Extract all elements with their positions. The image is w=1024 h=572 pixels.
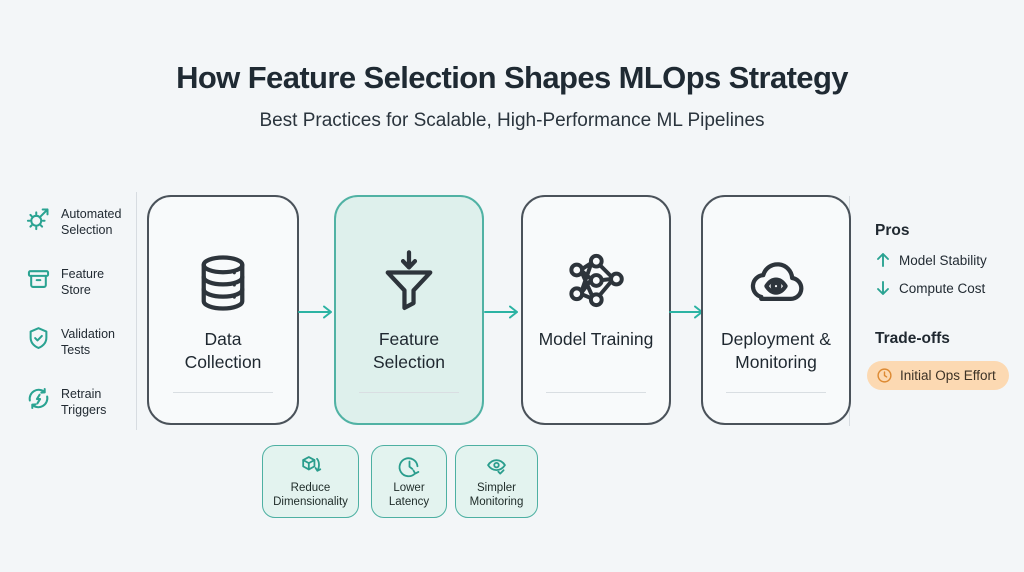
cube-down-arrow-icon bbox=[297, 453, 324, 480]
benefit-badge-simpler-monitoring: Simpler Monitoring bbox=[455, 445, 538, 518]
retrain-cycle-icon bbox=[25, 385, 52, 412]
list-item-automated-selection: Automated Selection bbox=[25, 205, 133, 238]
stage-label: Data Collection bbox=[184, 329, 262, 373]
stage-card-model-training: Model Training bbox=[521, 195, 671, 425]
list-item-feature-store: Feature Store bbox=[25, 265, 133, 298]
stage-label: Model Training bbox=[538, 329, 654, 349]
pros-tradeoffs-panel: Pros Model Stability Compute Cost Trade-… bbox=[867, 222, 1015, 390]
database-icon bbox=[189, 249, 257, 317]
list-item-label: Automated Selection bbox=[61, 207, 122, 237]
flow-arrow-icon bbox=[483, 303, 521, 321]
left-feature-list: Automated Selection Feature Store Valida… bbox=[25, 205, 133, 445]
down-arrow-icon bbox=[875, 280, 891, 296]
list-item-label: Retrain Triggers bbox=[61, 387, 107, 417]
clock-icon bbox=[876, 367, 893, 384]
card-divider bbox=[546, 392, 646, 393]
stage-card-data-collection: Data Collection bbox=[147, 195, 299, 425]
stage-card-feature-selection: Feature Selection bbox=[334, 195, 484, 425]
eye-check-icon bbox=[483, 453, 510, 480]
benefit-badge-label: Reduce Dimensionality bbox=[273, 482, 348, 508]
card-divider bbox=[726, 392, 826, 393]
stage-card-deployment-monitoring: Deployment & Monitoring bbox=[701, 195, 851, 425]
pros-item-model-stability: Model Stability bbox=[875, 252, 1015, 268]
page-title: How Feature Selection Shapes MLOps Strat… bbox=[176, 60, 848, 95]
stage-label: Feature Selection bbox=[373, 329, 445, 373]
benefit-badge-lower-latency: Lower Latency bbox=[371, 445, 447, 518]
list-item-label: Validation Tests bbox=[61, 327, 115, 357]
pros-item-compute-cost: Compute Cost bbox=[875, 280, 1015, 296]
neural-network-icon bbox=[562, 249, 630, 317]
pros-item-label: Compute Cost bbox=[899, 280, 986, 296]
up-arrow-icon bbox=[875, 252, 891, 268]
card-divider bbox=[359, 392, 459, 393]
tradeoff-badge-label: Initial Ops Effort bbox=[900, 368, 996, 383]
list-item-validation-tests: Validation Tests bbox=[25, 325, 133, 358]
stage-label: Deployment & Monitoring bbox=[721, 329, 831, 373]
benefit-badge-label: Simpler Monitoring bbox=[469, 482, 524, 508]
page-subtitle: Best Practices for Scalable, High-Perfor… bbox=[259, 110, 765, 131]
funnel-arrow-icon bbox=[375, 249, 443, 317]
card-divider bbox=[173, 392, 273, 393]
tradeoff-badge: Initial Ops Effort bbox=[867, 361, 1009, 390]
list-item-retrain-triggers: Retrain Triggers bbox=[25, 385, 133, 418]
clock-arrow-icon bbox=[396, 453, 423, 480]
cloud-eye-icon bbox=[742, 249, 810, 317]
list-item-label: Feature Store bbox=[61, 267, 105, 297]
benefit-badge-label: Lower Latency bbox=[388, 482, 430, 508]
left-divider bbox=[136, 192, 137, 430]
gear-arrow-icon bbox=[25, 205, 52, 232]
feature-store-icon bbox=[25, 265, 52, 292]
shield-check-icon bbox=[25, 325, 52, 352]
pros-item-label: Model Stability bbox=[899, 252, 987, 268]
tradeoffs-heading: Trade-offs bbox=[875, 330, 950, 347]
flow-arrow-icon bbox=[297, 303, 335, 321]
benefit-badge-reduce-dimensionality: Reduce Dimensionality bbox=[262, 445, 359, 518]
pros-heading: Pros bbox=[875, 222, 910, 239]
